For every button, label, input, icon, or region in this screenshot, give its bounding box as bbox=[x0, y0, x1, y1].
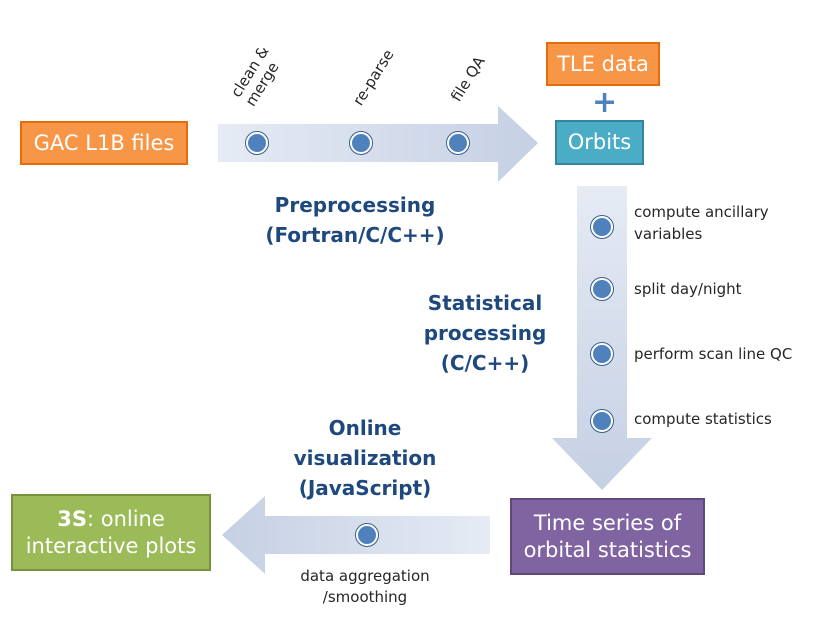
step-dot-compute-statistics bbox=[591, 410, 613, 432]
step-dot-split-day-night bbox=[591, 278, 613, 300]
time-series-box: Time series of orbital statistics bbox=[510, 498, 705, 575]
statistical-title: Statistical processing (C/C++) bbox=[400, 288, 570, 378]
tle-data-label: TLE data bbox=[557, 51, 649, 76]
preprocessing-title-line-2: (Fortran/C/C++) bbox=[265, 223, 445, 247]
step-label-compute-statistics: compute statistics bbox=[634, 410, 772, 428]
statistical-arrow bbox=[552, 186, 652, 490]
online-plots-box: 3S: online interactive plots bbox=[11, 494, 211, 571]
visualization-title-line-3: (JavaScript) bbox=[298, 476, 432, 500]
tle-data-box: TLE data bbox=[546, 42, 660, 86]
statistical-title-line-2: processing bbox=[423, 321, 547, 345]
step-label-compute-ancillary: compute ancillary variables bbox=[634, 202, 769, 246]
online-plots-label-line-2: interactive plots bbox=[25, 533, 197, 558]
statistical-title-line-3: (C/C++) bbox=[440, 351, 530, 375]
visualization-title-line-1: Online bbox=[328, 416, 402, 440]
gac-l1b-files-label: GAC L1B files bbox=[33, 130, 175, 155]
preprocessing-arrow bbox=[218, 106, 538, 182]
preprocessing-title: Preprocessing (Fortran/C/C++) bbox=[240, 190, 470, 250]
online-plots-label-bold: 3S bbox=[57, 507, 87, 532]
step-dot-scan-line-qc bbox=[591, 343, 613, 365]
step-label-split-day-night: split day/night bbox=[634, 280, 742, 298]
step-dot-re-parse bbox=[350, 132, 372, 154]
step-label-data-aggregation-line-1: data aggregation bbox=[300, 567, 430, 585]
orbits-label: Orbits bbox=[567, 130, 632, 155]
step-label-compute-ancillary-line-1: compute ancillary bbox=[634, 203, 769, 221]
online-plots-label-rest: : online bbox=[86, 507, 165, 532]
orbits-box: Orbits bbox=[555, 120, 644, 165]
step-label-scan-line-qc: perform scan line QC bbox=[634, 345, 793, 363]
step-label-data-aggregation: data aggregation /smoothing bbox=[290, 566, 440, 608]
visualization-title: Online visualization (JavaScript) bbox=[280, 413, 450, 503]
plus-sign: + bbox=[592, 85, 618, 120]
step-dot-data-aggregation bbox=[356, 524, 378, 546]
preprocessing-title-line-1: Preprocessing bbox=[274, 193, 436, 217]
statistical-title-line-1: Statistical bbox=[427, 291, 543, 315]
time-series-label-line-2: orbital statistics bbox=[523, 537, 692, 562]
step-dot-file-qa bbox=[447, 132, 469, 154]
time-series-label-line-1: Time series of bbox=[533, 511, 682, 536]
step-label-data-aggregation-line-2: /smoothing bbox=[322, 588, 408, 606]
visualization-title-line-2: visualization bbox=[293, 446, 437, 470]
gac-l1b-files-box: GAC L1B files bbox=[20, 121, 188, 165]
step-dot-clean-merge bbox=[246, 132, 268, 154]
step-label-compute-ancillary-line-2: variables bbox=[634, 224, 703, 243]
step-dot-compute-ancillary bbox=[591, 216, 613, 238]
